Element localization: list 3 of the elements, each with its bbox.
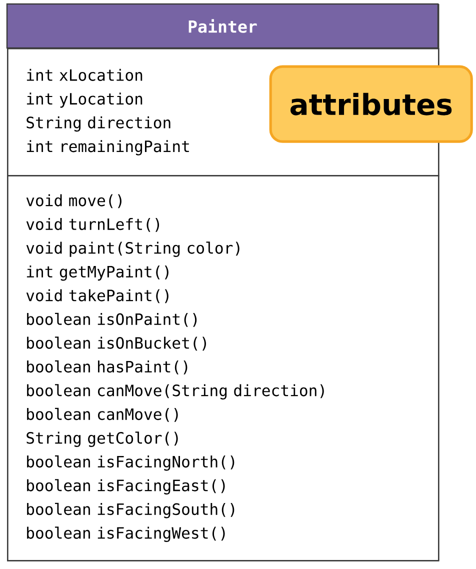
member-list: void move() void turnLeft() void paint(String color) int getMyPaint() void takePaint() boolean isOnPaint() boolean isOnBucket() boolean hasPaint() boolean canMove(String direction) boolean canMove() String getColor() boolean isFacingNorth() boolean isFacingEast() boolean isFacingSouth() boolean isFacingWest() [7,175,440,562]
callout-box: attributes [269,65,473,143]
class-name-header: Painter [6,3,439,49]
